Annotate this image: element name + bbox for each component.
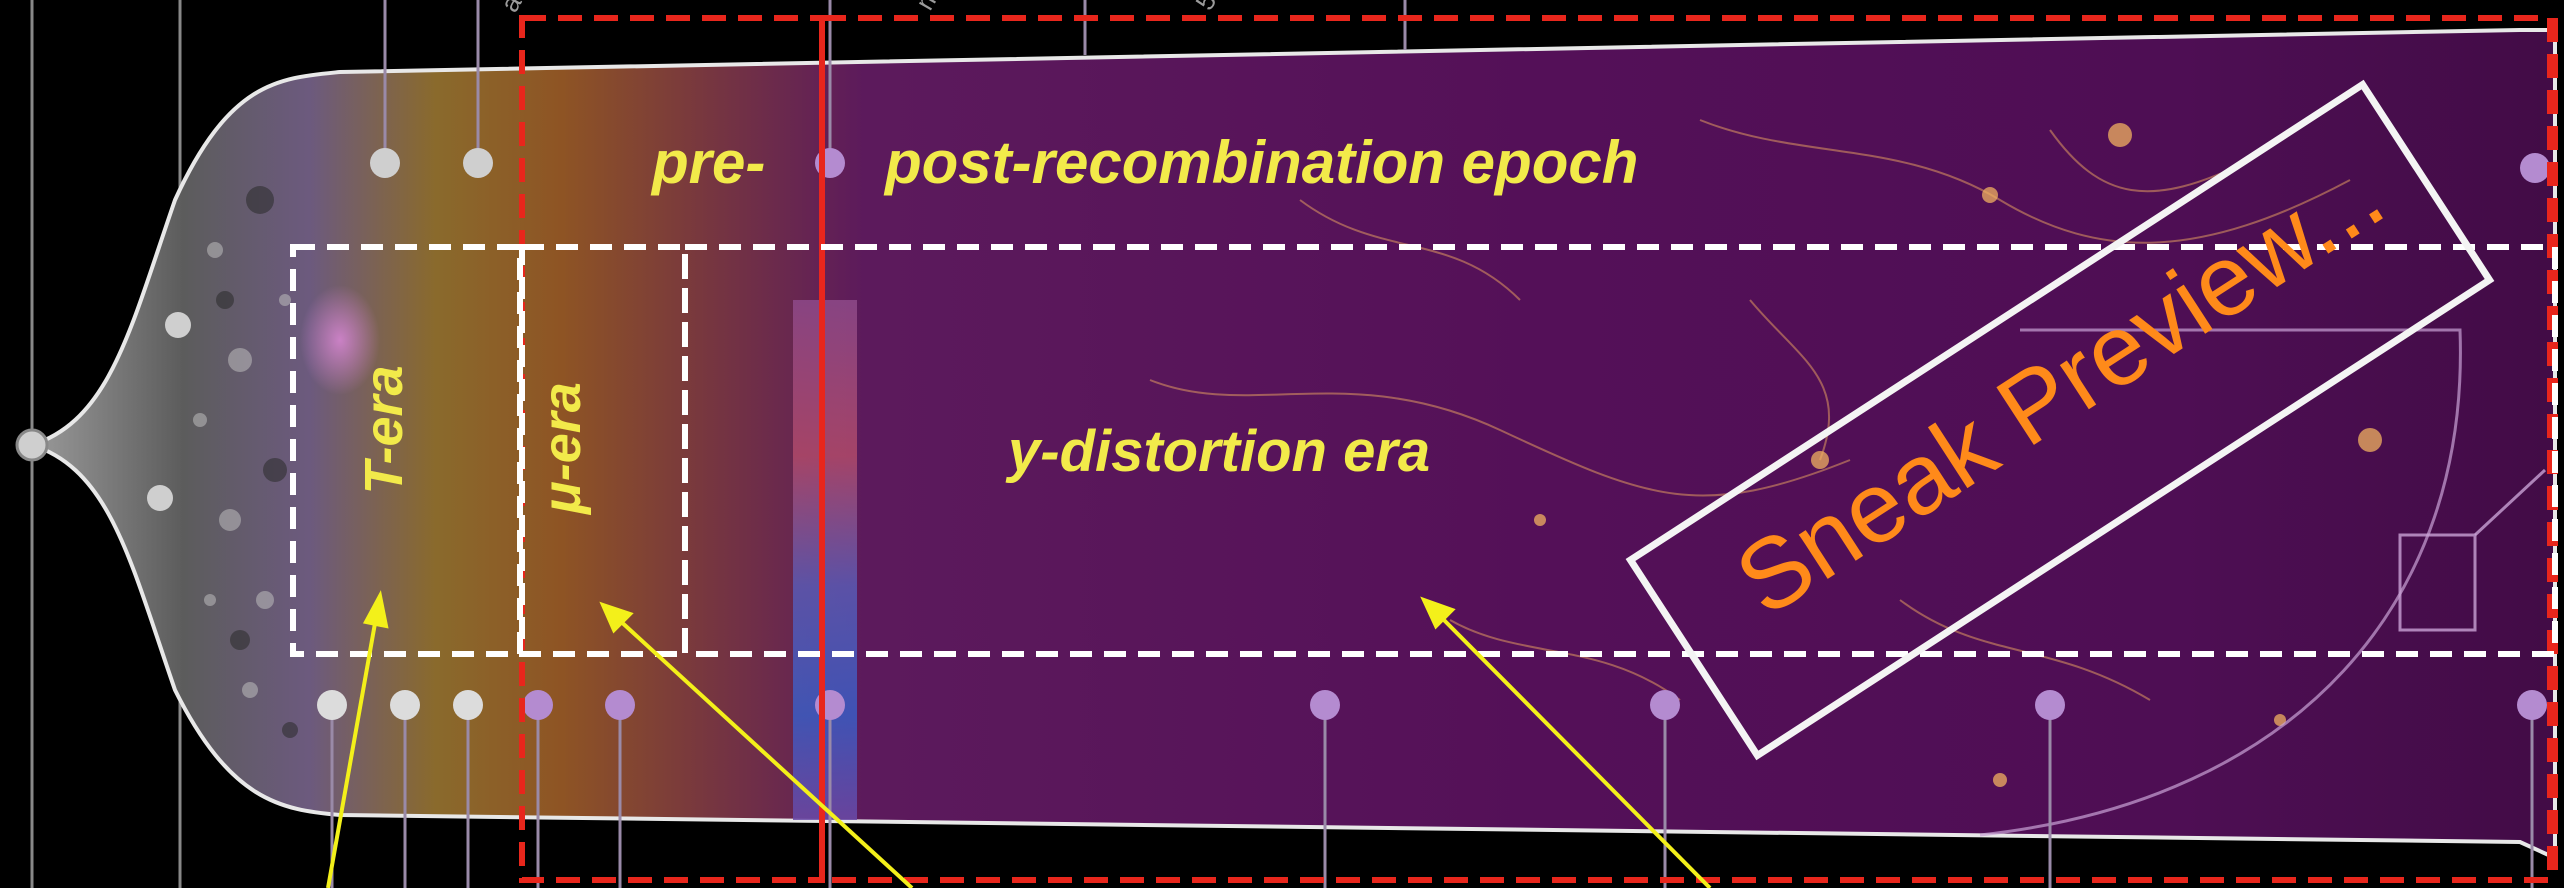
- svg-text:5: 5: [1189, 0, 1222, 15]
- mu-era-label: μ-era: [532, 382, 592, 514]
- early-universe-speckles: [170, 242, 291, 698]
- y-era-box: [682, 244, 2558, 657]
- y-era-label: y-distortion era: [1008, 419, 1431, 484]
- top-markers: [383, 0, 1407, 160]
- post-recombination-box: [819, 15, 2553, 883]
- t-era-label: T-era: [354, 365, 414, 495]
- big-bang-marker: [15, 428, 49, 462]
- mu-era-arrowhead: [599, 601, 634, 634]
- post-recombination-label: post-recombination epoch: [885, 129, 1639, 196]
- t-era-box: [290, 244, 523, 657]
- pre-recombination-label: pre-: [652, 129, 766, 196]
- cosmic-web: [1149, 119, 2351, 701]
- svg-text:m: m: [909, 0, 946, 15]
- y-era-arrowhead: [1420, 596, 1456, 630]
- bottom-markers: [330, 705, 2534, 888]
- era-arrows: [326, 590, 1712, 888]
- svg-text:a: a: [494, 0, 527, 17]
- t-era-arrowhead: [362, 590, 389, 629]
- mu-era-box: [519, 244, 688, 657]
